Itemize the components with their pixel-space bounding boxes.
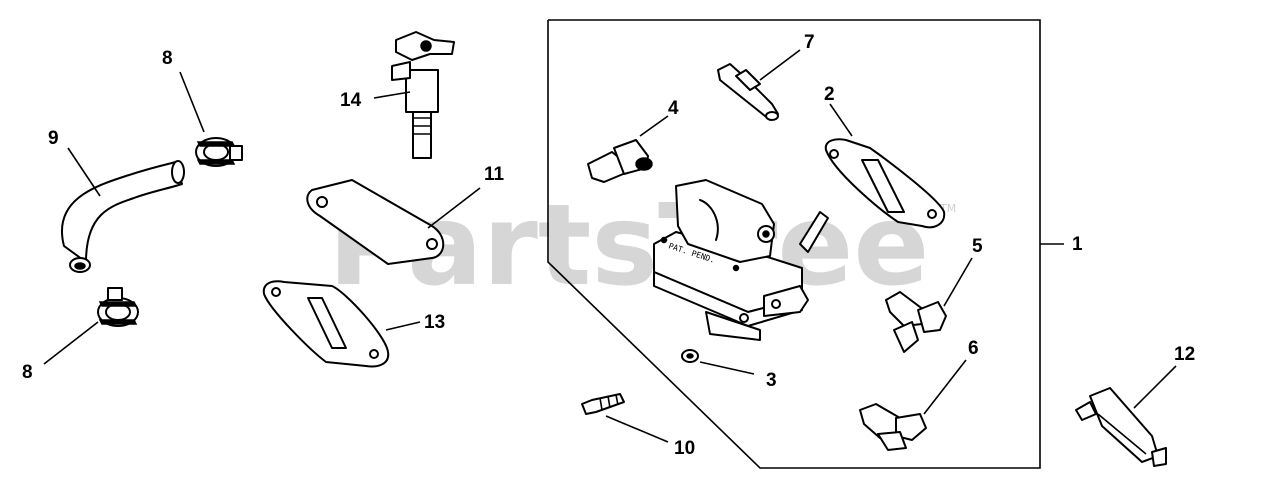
leader-4 xyxy=(639,115,669,137)
leader-7 xyxy=(759,49,801,81)
hose-clamp-lower-part-8 xyxy=(97,287,139,327)
leader-9 xyxy=(67,147,101,197)
elbow-fitting-part-4 xyxy=(587,139,653,183)
leader-2 xyxy=(829,103,853,137)
washer-part-3 xyxy=(681,349,699,363)
leader-3 xyxy=(699,361,755,375)
callout-2: 2 xyxy=(824,84,835,105)
callout-6: 6 xyxy=(968,338,979,359)
leader-6 xyxy=(923,359,967,415)
elbow-fitting-part-5 xyxy=(885,291,947,353)
callout-14: 14 xyxy=(340,90,362,111)
gasket-part-2 xyxy=(824,138,946,229)
leader-12 xyxy=(1133,365,1177,409)
callout-8-lower: 8 xyxy=(22,362,33,383)
assembly-outline xyxy=(547,19,1041,469)
fuel-filter-part-12 xyxy=(1075,387,1167,467)
callout-3: 3 xyxy=(766,370,777,391)
leader-5 xyxy=(943,257,973,307)
callout-10: 10 xyxy=(674,438,695,459)
callout-12: 12 xyxy=(1174,344,1195,365)
callout-5: 5 xyxy=(972,236,983,257)
callout-13: 13 xyxy=(424,312,445,333)
leader-8-upper xyxy=(179,71,205,133)
callout-4: 4 xyxy=(668,98,679,119)
fuel-pump-part-1: PAT. PEND. xyxy=(653,179,829,341)
callout-8-upper: 8 xyxy=(162,48,173,69)
leader-13 xyxy=(385,321,421,331)
elbow-fitting-part-6 xyxy=(859,403,927,451)
leader-10 xyxy=(605,415,669,443)
shutoff-valve-part-14 xyxy=(391,31,455,159)
leader-11 xyxy=(427,187,481,229)
gasket-part-11 xyxy=(306,179,445,265)
callout-9: 9 xyxy=(48,128,59,149)
gasket-part-13 xyxy=(262,280,390,368)
callout-11: 11 xyxy=(484,164,505,185)
leader-8-lower xyxy=(43,321,99,365)
barb-fitting-part-7 xyxy=(717,63,779,121)
leader-14 xyxy=(373,91,411,99)
hose-part-9 xyxy=(61,160,185,273)
callout-7: 7 xyxy=(804,32,815,53)
callout-1: 1 xyxy=(1072,234,1083,255)
screw-part-10 xyxy=(581,393,625,415)
hose-clamp-upper-part-8 xyxy=(195,137,243,167)
